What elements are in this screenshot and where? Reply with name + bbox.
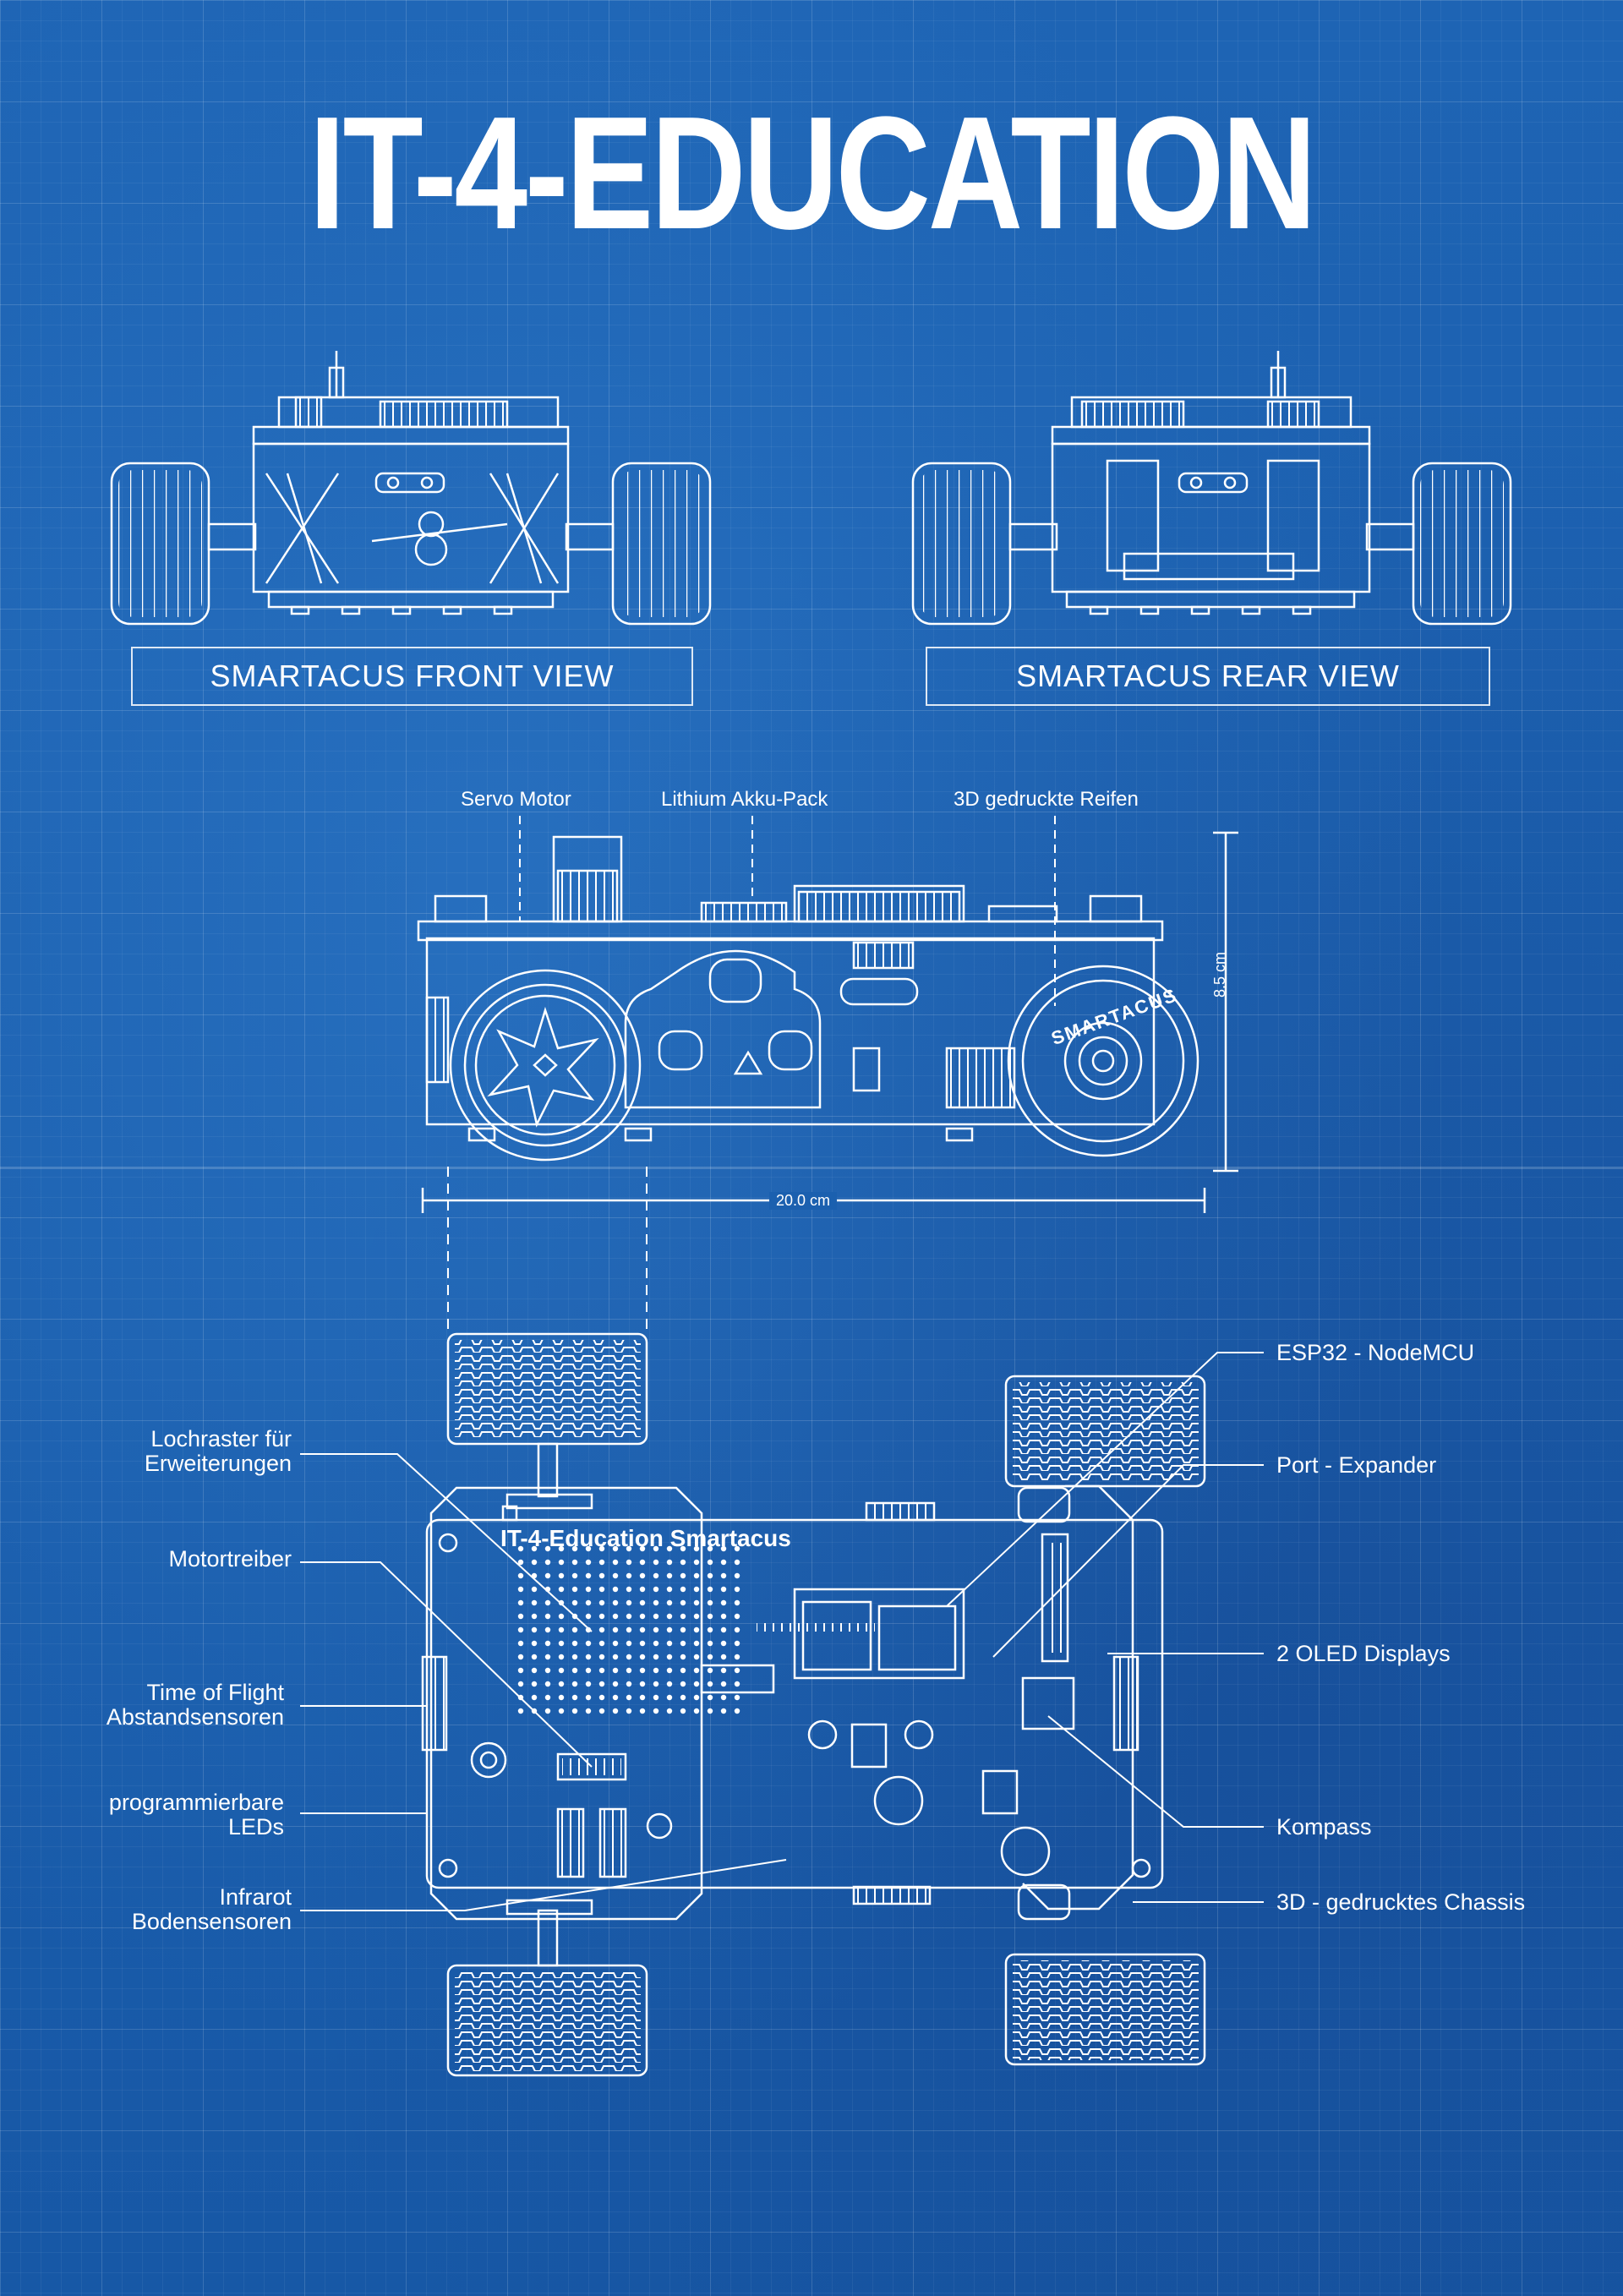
poster-title: IT-4-EDUCATION <box>309 84 1317 263</box>
rear-view-drawing <box>911 351 1512 626</box>
board-name: IT-4-Education Smartacus <box>500 1525 791 1551</box>
kompass-label: Kompass <box>1276 1814 1372 1840</box>
rear-view-caption: SMARTACUS REAR VIEW <box>926 647 1490 706</box>
front-view-caption: SMARTACUS FRONT VIEW <box>131 647 693 706</box>
motortreiber-label: Motortreiber <box>168 1546 292 1572</box>
top-view-drawing <box>421 1332 1206 2077</box>
paper-fold <box>0 1167 1623 1169</box>
height-dimension: 8.5 cm <box>1211 951 1228 998</box>
chassis-label: 3D - gedrucktes Chassis <box>1276 1889 1526 1915</box>
servo-motor-label: Servo Motor <box>461 788 571 811</box>
side-view-drawing <box>417 816 1238 1336</box>
oled-displays-label: 2 OLED Displays <box>1276 1641 1451 1666</box>
front-view-drawing <box>110 351 712 626</box>
port-expander-label: Port - Expander <box>1276 1452 1437 1478</box>
tires-label: 3D gedruckte Reifen <box>954 788 1139 811</box>
length-dimension: 20.0 cm <box>769 1192 838 1210</box>
esp32-label: ESP32 - NodeMCU <box>1276 1340 1475 1365</box>
leader-lines <box>300 1352 1264 1911</box>
battery-label: Lithium Akku-Pack <box>661 788 828 811</box>
